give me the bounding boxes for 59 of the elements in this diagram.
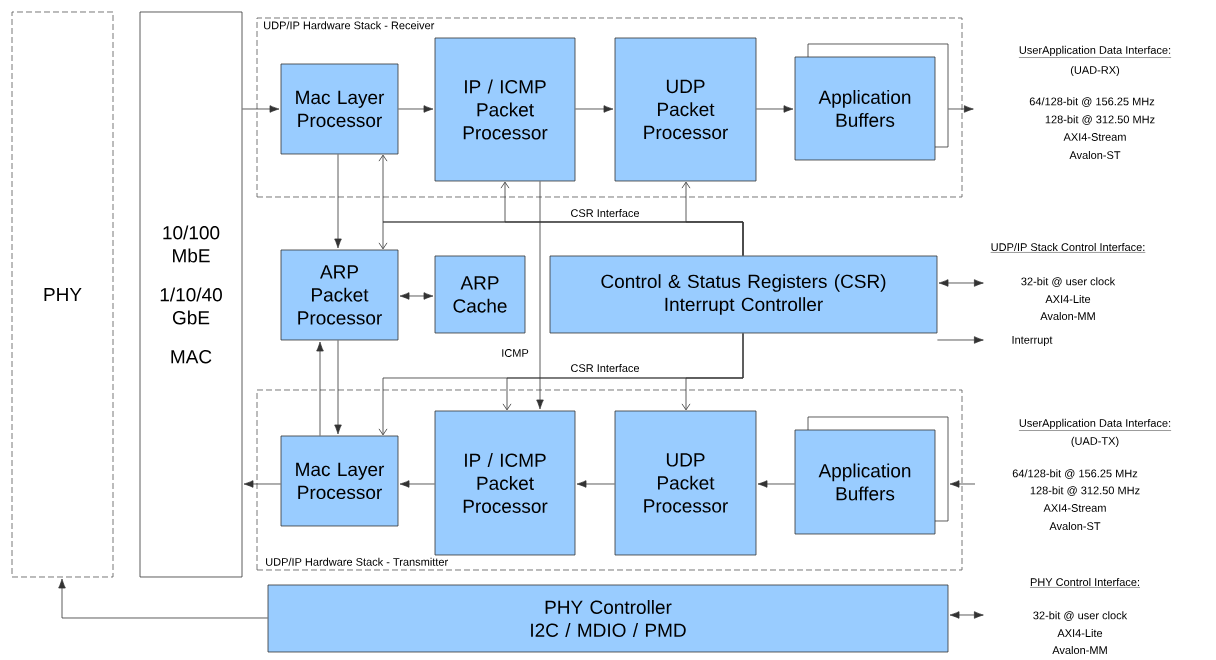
interface-note: Avalon-ST	[1049, 521, 1101, 531]
stacked-buffer-box: Application Buffers	[794, 416, 949, 535]
controller-box: PHY Controller I2C / MDIO / PMD	[267, 584, 949, 653]
arrow	[576, 480, 615, 488]
arrow	[316, 341, 324, 436]
arrow	[334, 154, 342, 249]
process-box: Mac Layer Processor	[280, 63, 399, 155]
process-box: UDP Packet Processor	[614, 410, 757, 556]
arrow	[242, 105, 280, 113]
arrow	[757, 480, 795, 488]
arrow	[536, 181, 544, 410]
mac-block: 10/100 MbE 1/10/40 GbE MAC	[139, 11, 243, 578]
arrow	[756, 105, 794, 113]
interface-note: (UAD-RX)	[1070, 65, 1120, 77]
edge-label: CSR Interface	[569, 362, 641, 374]
arrow	[949, 611, 984, 619]
interface-note: AXI4-Stream	[1063, 133, 1126, 141]
edge-label: ICMP	[500, 348, 530, 358]
interface-note: 32-bit @ user clock	[1021, 277, 1116, 287]
arrow	[243, 480, 281, 488]
interface-note: 64/128-bit @ 156.25 MHz	[1012, 469, 1138, 479]
arrow	[938, 279, 984, 287]
cache-box: ARP Cache	[434, 255, 526, 334]
interface-heading: UDP/IP Stack Control Interface:	[990, 242, 1146, 253]
process-box: ARP Packet Processor	[280, 249, 399, 341]
arrow	[575, 105, 614, 113]
interface-note: 64/128-bit @ 156.25 MHz	[1029, 97, 1155, 107]
interface-note: Avalon-MM	[1052, 645, 1107, 655]
arrow	[399, 480, 435, 488]
edge-label: CSR Interface	[569, 207, 641, 219]
dashed-box: PHY	[11, 11, 114, 578]
process-box: UDP Packet Processor	[614, 37, 757, 182]
interface-note: AXI4-Stream	[1043, 504, 1106, 512]
interface-note: 32-bit @ user clock	[1033, 611, 1128, 621]
arrow	[937, 336, 984, 344]
arrow	[334, 340, 342, 435]
process-box: IP / ICMP Packet Processor	[434, 410, 576, 556]
interface-note: 128-bit @ 312.50 MHz	[1030, 486, 1140, 496]
interface-heading: UserApplication Data Interface:	[1018, 45, 1172, 58]
interface-note: Interrupt	[1012, 336, 1053, 346]
arrow	[949, 480, 976, 488]
register-box: Control & Status Registers (CSR) Interrupt Controller	[549, 255, 938, 334]
process-box: Mac Layer Processor	[280, 435, 399, 527]
interface-note: AXI4-Lite	[1045, 294, 1091, 304]
process-box: IP / ICMP Packet Processor	[434, 37, 576, 182]
interface-note: Avalon-MM	[1040, 311, 1095, 321]
interface-heading: PHY Control Interface:	[1029, 577, 1141, 588]
interface-heading: UserApplication Data Interface:	[1018, 418, 1172, 431]
arrow	[399, 292, 434, 300]
interface-note: 128-bit @ 312.50 MHz	[1045, 115, 1155, 125]
interface-note: (UAD-TX)	[1071, 436, 1119, 448]
interface-note: AXI4-Lite	[1057, 628, 1103, 638]
interface-note: Avalon-ST	[1069, 150, 1121, 160]
arrow	[378, 333, 744, 436]
arrow	[398, 105, 434, 113]
stacked-buffer-box: Application Buffers	[794, 43, 949, 161]
arrow	[378, 221, 744, 256]
arrow	[58, 578, 268, 619]
arrow	[948, 105, 974, 113]
